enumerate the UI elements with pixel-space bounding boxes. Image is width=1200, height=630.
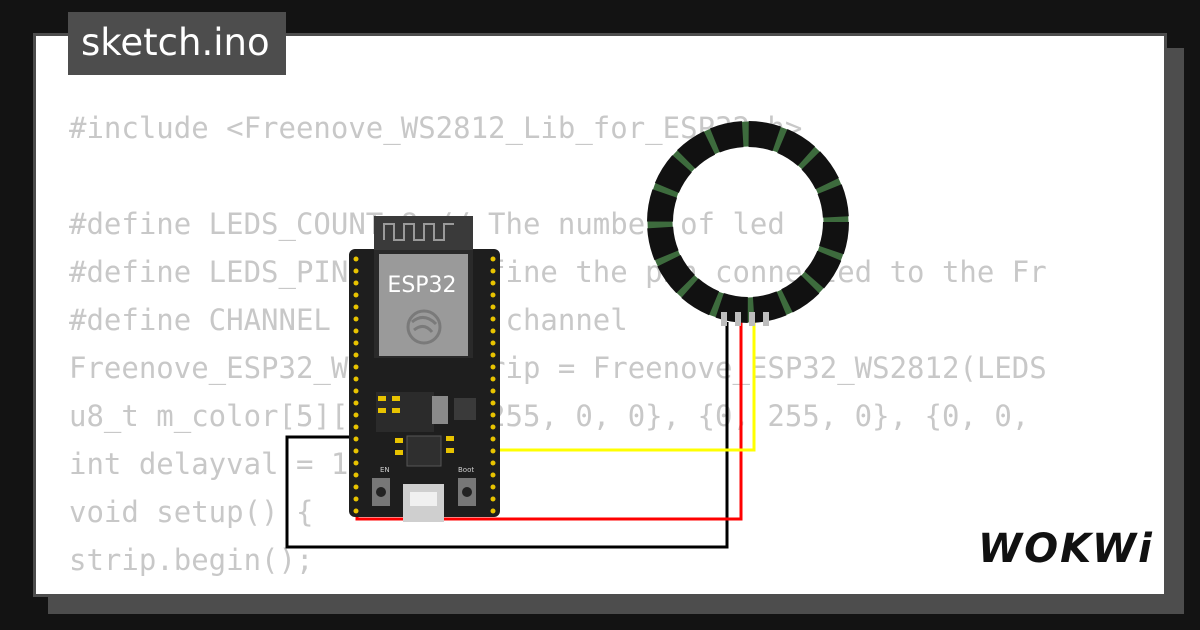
voltage-regulator bbox=[432, 396, 448, 424]
right-pin-header bbox=[490, 256, 496, 514]
module-shield bbox=[379, 254, 468, 356]
ground-wire bbox=[285, 322, 729, 549]
code-line: void setup() { bbox=[69, 495, 314, 529]
en-label: EN bbox=[380, 466, 390, 474]
ring-pin bbox=[763, 312, 769, 326]
file-tab-title: sketch.ino bbox=[68, 12, 286, 75]
left-pin-header bbox=[353, 256, 359, 514]
espressif-logo-icon bbox=[406, 309, 442, 345]
espressif-logo-icon-mark bbox=[411, 316, 438, 333]
boot-label: Boot bbox=[458, 466, 474, 474]
signal-wire bbox=[492, 322, 756, 452]
usb-uart-chip bbox=[406, 435, 442, 467]
led-ring[interactable] bbox=[647, 121, 849, 326]
board-label: ESP32 bbox=[387, 273, 456, 298]
antenna-trace bbox=[383, 223, 454, 241]
ring-pin bbox=[735, 312, 741, 326]
code-line: strip.setBrightness(10); bbox=[69, 584, 1047, 594]
ring-pin bbox=[749, 312, 755, 326]
wokwi-logo: WOKWi bbox=[978, 526, 1154, 572]
code-line: strip.begin(); bbox=[69, 543, 314, 577]
ring-pin bbox=[721, 312, 727, 326]
smd-component bbox=[454, 398, 476, 420]
esp32-board[interactable]: ESP32 EN Boot bbox=[349, 216, 500, 522]
